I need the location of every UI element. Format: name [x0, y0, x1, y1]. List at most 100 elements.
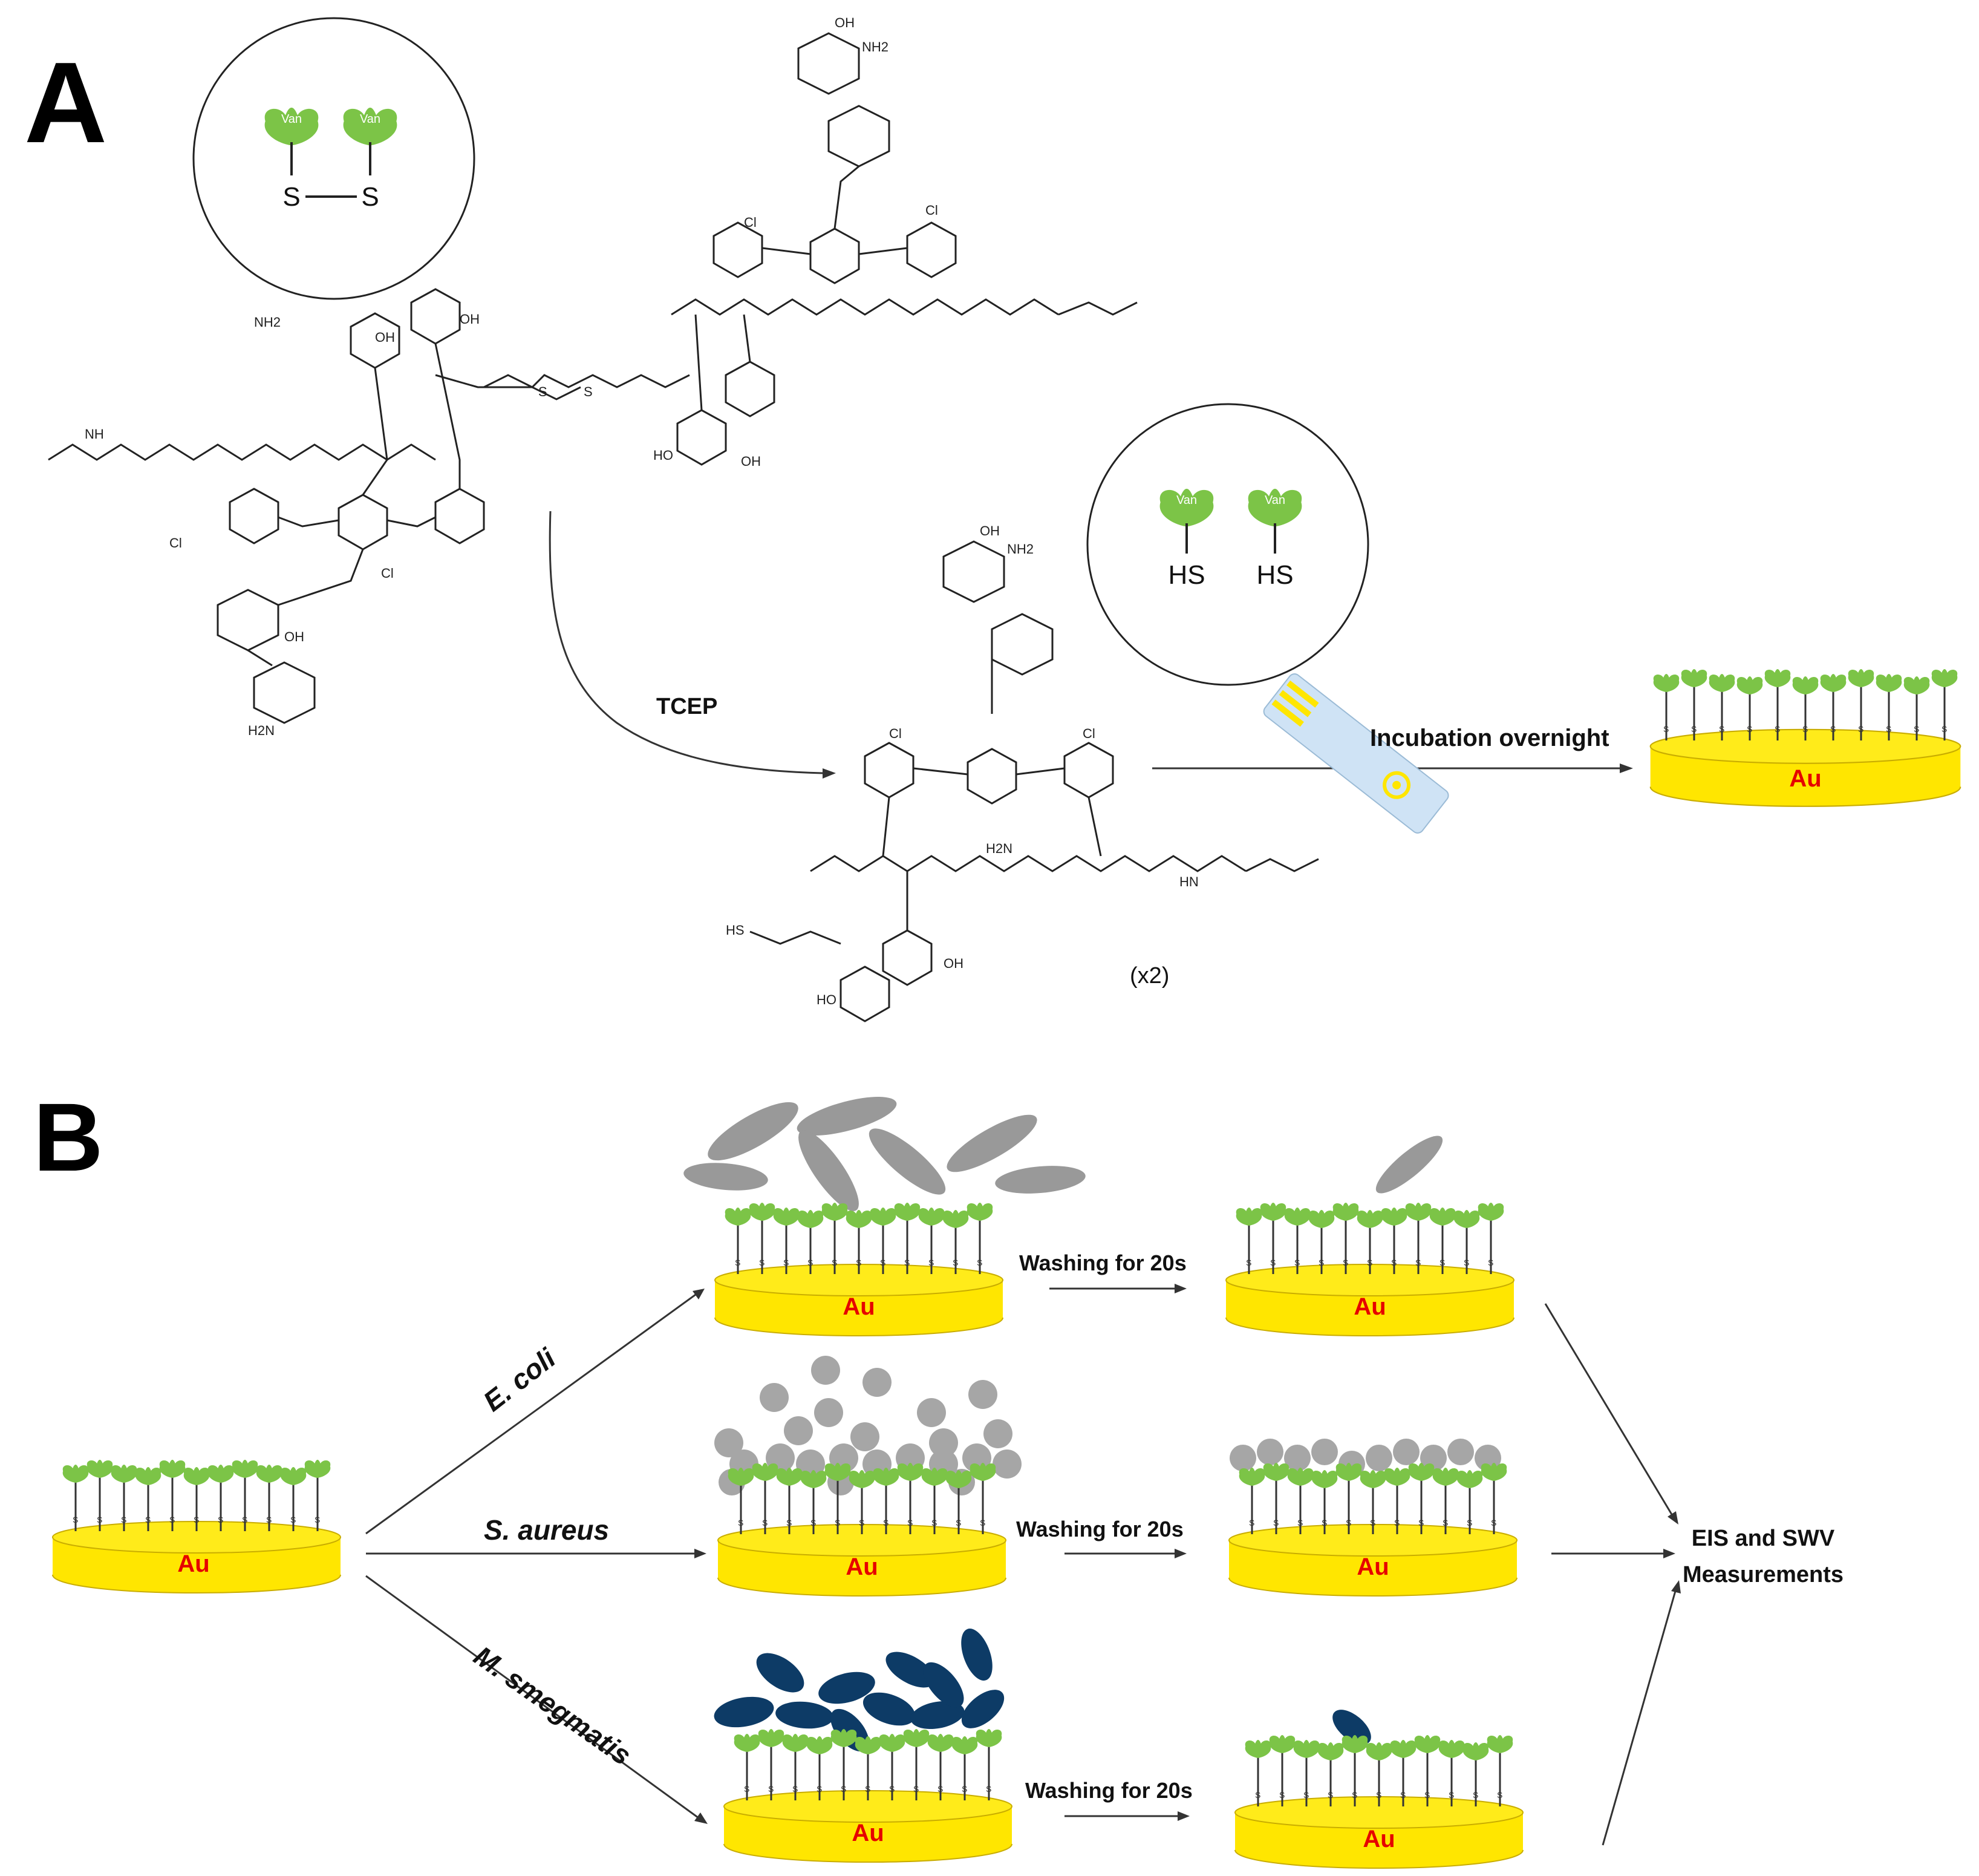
- sulfur-mark: S: [1858, 724, 1863, 734]
- vancomycin-icon: [183, 1467, 210, 1485]
- vancomycin-icon: [1381, 1208, 1407, 1226]
- sulfur-mark: S: [194, 1515, 199, 1525]
- ecoli-washed-electrode: Au: [1225, 1264, 1514, 1336]
- vancomycin-icon: [734, 1734, 760, 1752]
- vancomycin-icon: [1453, 1210, 1480, 1228]
- atom-label: HN: [1179, 874, 1199, 889]
- vancomycin-icon: [1764, 669, 1791, 687]
- vancomycin-thiol-structure: [749, 540, 1319, 1022]
- sulfur-mark: S: [913, 1784, 919, 1794]
- sulfur-mark: S: [97, 1515, 102, 1525]
- vancomycin-icon: [1709, 674, 1735, 692]
- sulfur-mark: S: [762, 1518, 768, 1528]
- van-label: Van: [360, 113, 380, 126]
- measurement-arrows: [1544, 1303, 1681, 1846]
- sulfur-mark: S: [218, 1515, 223, 1525]
- msmegmatis-washed-electrode: Au: [1234, 1796, 1524, 1869]
- vancomycin-icon: [921, 1468, 948, 1486]
- sulfur-mark: S: [783, 1258, 789, 1267]
- sulfur-mark: S: [1942, 724, 1947, 734]
- result-label-line2: Measurements: [1683, 1562, 1844, 1587]
- vancomycin-icon: [1414, 1735, 1441, 1753]
- vancomycin-icon: [846, 1210, 872, 1228]
- sulfur-mark: S: [937, 1784, 943, 1794]
- vancomycin-icon: [1342, 1735, 1368, 1753]
- sulfur-mark: S: [1775, 724, 1780, 734]
- sulfur-mark: S: [1802, 724, 1808, 734]
- vancomycin-icon: [951, 1736, 978, 1754]
- vancomycin-icon: [1820, 674, 1847, 692]
- sulfur-mark: S: [1449, 1790, 1454, 1800]
- atom-label: OH: [375, 330, 395, 345]
- sulfur-mark: S: [1279, 1790, 1285, 1800]
- sulfur-mark: S: [810, 1518, 816, 1528]
- vancomycin-icon: [806, 1736, 833, 1754]
- tcep-reaction-arrow: TCEP: [549, 511, 836, 779]
- sulfur-mark: S: [315, 1515, 320, 1525]
- vancomycin-icon: [1308, 1210, 1335, 1228]
- vancomycin-icon: [1792, 676, 1819, 695]
- vancomycin-icon: [1311, 1470, 1338, 1488]
- vancomycin-icon: [135, 1467, 161, 1485]
- vancomycin-icon: [967, 1203, 993, 1221]
- sulfur-mark: S: [1415, 1258, 1421, 1267]
- sulfur-mark: S: [1400, 1790, 1406, 1800]
- vancomycin-icon: [1681, 669, 1707, 687]
- sulfur-mark: S: [883, 1518, 888, 1528]
- vancomycin-icon: [1903, 676, 1930, 695]
- atom-label: S: [584, 384, 593, 399]
- vancomycin-icon: [1384, 1468, 1410, 1486]
- sulfur-label: S: [361, 182, 379, 212]
- vancomycin-icon: [1260, 1203, 1286, 1221]
- vancomycin-icon: [1269, 1735, 1296, 1753]
- vancomycin-icon: [1478, 1203, 1504, 1221]
- sulfur-mark: S: [1663, 724, 1669, 734]
- vancomycin-icon: [855, 1736, 881, 1754]
- sulfur-mark: S: [1346, 1518, 1351, 1528]
- vancomycin-icon: [897, 1463, 924, 1481]
- sulfur-mark: S: [1391, 1258, 1397, 1267]
- sulfur-mark: S: [786, 1518, 792, 1528]
- sulfur-mark: S: [1297, 1518, 1303, 1528]
- sulfur-mark: S: [1370, 1518, 1375, 1528]
- incubation-label: Incubation overnight: [1370, 725, 1609, 751]
- vancomycin-icon: [1736, 676, 1763, 695]
- monomer-inset: Van Van HS HS: [1086, 403, 1369, 686]
- sulfur-mark: S: [1328, 1790, 1333, 1800]
- multiplier-label: (x2): [1130, 963, 1169, 989]
- sulfur-mark: S: [768, 1784, 774, 1794]
- vancomycin-icon: [159, 1460, 186, 1478]
- van-label: Van: [1176, 494, 1197, 507]
- sulfur-mark: S: [73, 1515, 78, 1525]
- result-label-line1: EIS and SWV: [1692, 1526, 1835, 1551]
- vancomycin-icon: [903, 1729, 930, 1747]
- au-label: Au: [177, 1551, 209, 1577]
- vancomycin-icon: [280, 1467, 307, 1485]
- tcep-label: TCEP: [656, 694, 717, 719]
- vancomycin-icon: [1438, 1740, 1465, 1758]
- atom-label: NH2: [1007, 541, 1034, 557]
- sulfur-mark: S: [1886, 724, 1891, 734]
- vancomycin-icon: [1317, 1742, 1344, 1760]
- thiol-label: HS: [1168, 560, 1205, 590]
- vancomycin-icon: [256, 1465, 282, 1483]
- sulfur-mark: S: [1747, 724, 1752, 734]
- sulfur-mark: S: [744, 1784, 749, 1794]
- sulfur-mark: S: [1497, 1790, 1502, 1800]
- atom-label: Cl: [889, 726, 902, 741]
- vancomycin-icon: [1357, 1210, 1383, 1228]
- sulfur-mark: S: [1249, 1518, 1254, 1528]
- sulfur-mark: S: [1270, 1258, 1276, 1267]
- screen-printed-electrode-icon: [1263, 673, 1449, 834]
- sulfur-mark: S: [841, 1784, 846, 1794]
- atom-label: S: [538, 384, 547, 399]
- atom-label: H2N: [248, 723, 275, 738]
- sulfur-mark: S: [121, 1515, 126, 1525]
- au-label: Au: [1354, 1293, 1386, 1320]
- vancomycin-icon: [918, 1208, 945, 1226]
- vancomycin-icon: [1293, 1740, 1320, 1758]
- sulfur-mark: S: [1914, 724, 1919, 734]
- branch-arrows: [365, 1289, 708, 1824]
- vancomycin-icon: [1335, 1463, 1362, 1481]
- vancomycin-icon: [1287, 1468, 1314, 1486]
